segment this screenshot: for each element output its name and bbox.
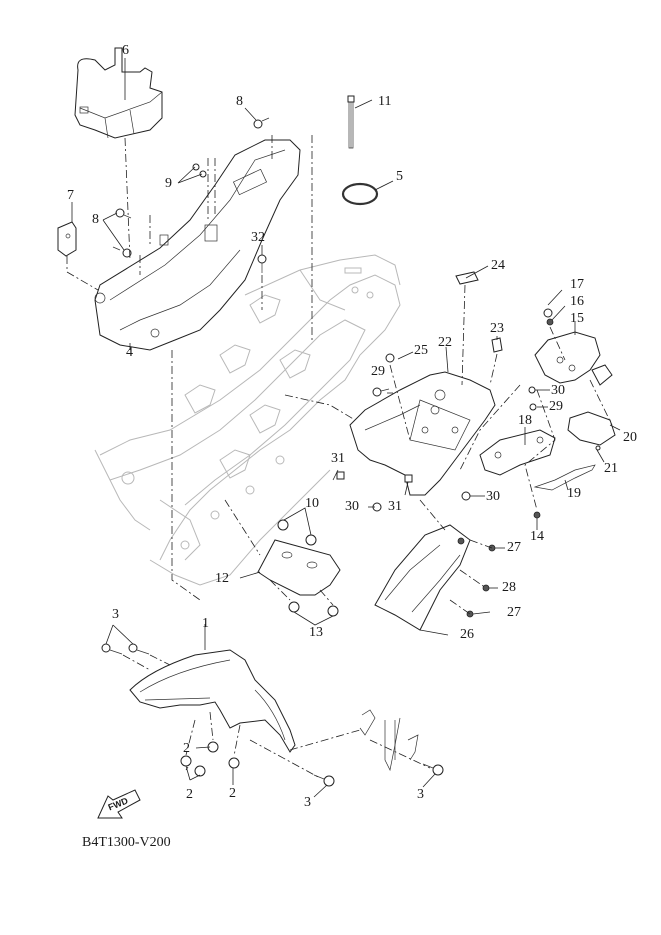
part-2-grommet-b[interactable] <box>180 755 192 767</box>
callout-29-right: 29 <box>549 399 563 414</box>
part-17-washer[interactable] <box>543 308 553 318</box>
part-10-grommet-b[interactable] <box>305 534 317 546</box>
part-21-screw[interactable] <box>595 445 601 451</box>
part-29-bolt-b[interactable] <box>529 403 537 411</box>
part-18-bracket[interactable] <box>479 429 556 476</box>
callout-3-mid: 3 <box>304 795 311 810</box>
callout-20: 20 <box>623 430 637 445</box>
part-2-grommet-d[interactable] <box>228 757 240 769</box>
part-25-collar[interactable] <box>385 353 395 363</box>
part-2-grommet-c[interactable] <box>194 765 206 777</box>
part-8-bolt-a[interactable] <box>253 117 270 129</box>
part-9-clip-b[interactable] <box>199 170 207 178</box>
part-15-tail-housing[interactable] <box>534 331 613 386</box>
part-31-nut-a[interactable] <box>336 471 345 480</box>
callout-leaders <box>71 58 621 798</box>
callout-12: 12 <box>215 571 229 586</box>
part-32-screw[interactable] <box>257 254 267 273</box>
callout-29-left: 29 <box>371 364 385 379</box>
callout-18: 18 <box>518 413 532 428</box>
callout-17: 17 <box>570 277 584 292</box>
callout-15: 15 <box>570 311 584 326</box>
callout-23: 23 <box>490 321 504 336</box>
callout-2-upper: 2 <box>183 741 190 756</box>
part-22-rear-subframe[interactable] <box>349 371 496 496</box>
part-20-plate[interactable] <box>567 411 616 446</box>
part-10-grommet-a[interactable] <box>277 519 289 531</box>
callout-7: 7 <box>67 188 74 203</box>
callout-1: 1 <box>202 616 209 631</box>
fwd-arrow-badge <box>97 789 141 819</box>
callout-26: 26 <box>460 627 474 642</box>
callout-28: 28 <box>502 580 516 595</box>
callout-10: 10 <box>305 496 319 511</box>
callout-6: 6 <box>122 43 129 58</box>
part-3-bolt-c[interactable] <box>313 774 335 787</box>
callout-3-right: 3 <box>417 787 424 802</box>
assembly-lines <box>66 135 613 779</box>
callout-8-left: 8 <box>92 212 99 227</box>
callout-24: 24 <box>491 258 505 273</box>
part-8-bolt-c[interactable] <box>112 246 132 258</box>
callout-2-lower-right: 2 <box>229 786 236 801</box>
callout-21: 21 <box>604 461 618 476</box>
callout-9: 9 <box>165 176 172 191</box>
callout-5: 5 <box>396 169 403 184</box>
part-13-nut-a[interactable] <box>288 601 300 613</box>
part-16-nut[interactable] <box>546 318 554 326</box>
part-12-plate[interactable] <box>257 539 341 596</box>
part-8-bolt-b[interactable] <box>115 208 132 219</box>
part-29-bolt-a[interactable] <box>372 387 390 397</box>
part-3-bolt-b[interactable] <box>128 643 150 655</box>
callout-30-right: 30 <box>551 383 565 398</box>
callout-27-bottom: 27 <box>507 605 521 620</box>
part-30-bolt-b[interactable] <box>461 491 471 501</box>
part-7-bracket[interactable] <box>57 221 77 257</box>
part-5-o-ring[interactable] <box>341 182 379 206</box>
callout-25: 25 <box>414 343 428 358</box>
callout-13: 13 <box>309 625 323 640</box>
part-3-bolt-a[interactable] <box>101 643 123 655</box>
part-24-pad[interactable] <box>455 271 479 285</box>
part-3-bolt-d[interactable] <box>422 763 444 776</box>
part-23-pin[interactable] <box>491 337 503 353</box>
part-31-nut-b[interactable] <box>404 474 413 483</box>
drawing-code: B4T1300-V200 <box>82 835 171 850</box>
part-26-inner-fender[interactable] <box>374 524 471 631</box>
callout-3-top: 3 <box>112 607 119 622</box>
callout-22: 22 <box>438 335 452 350</box>
part-4-rear-tray[interactable] <box>94 139 301 351</box>
callout-16: 16 <box>570 294 584 309</box>
callout-2-lower-left: 2 <box>186 787 193 802</box>
callout-14: 14 <box>530 529 544 544</box>
part-30-bolt-a[interactable] <box>528 386 536 394</box>
callout-19: 19 <box>567 486 581 501</box>
callout-31-bottom: 31 <box>388 499 402 514</box>
callout-8-top: 8 <box>236 94 243 109</box>
rear-frame <box>94 254 401 586</box>
part-28-nut[interactable] <box>482 584 490 592</box>
part-27-nut-b[interactable] <box>466 610 474 618</box>
part-19-stay[interactable] <box>533 464 596 491</box>
part-6-battery-cover[interactable] <box>74 47 163 139</box>
callout-27-top: 27 <box>507 540 521 555</box>
callout-11: 11 <box>378 94 392 109</box>
callout-4: 4 <box>126 345 133 360</box>
callout-30-mid: 30 <box>486 489 500 504</box>
callout-31-left: 31 <box>331 451 345 466</box>
part-14-nut[interactable] <box>533 511 541 519</box>
callout-32: 32 <box>251 230 265 245</box>
brake-hose-assembly <box>359 709 419 772</box>
part-9-clip-a[interactable] <box>192 163 200 171</box>
part-1-front-fender[interactable] <box>129 649 296 753</box>
part-11-cable-tie[interactable] <box>347 95 355 149</box>
callout-30-left: 30 <box>345 499 359 514</box>
part-13-nut-b[interactable] <box>327 605 339 617</box>
